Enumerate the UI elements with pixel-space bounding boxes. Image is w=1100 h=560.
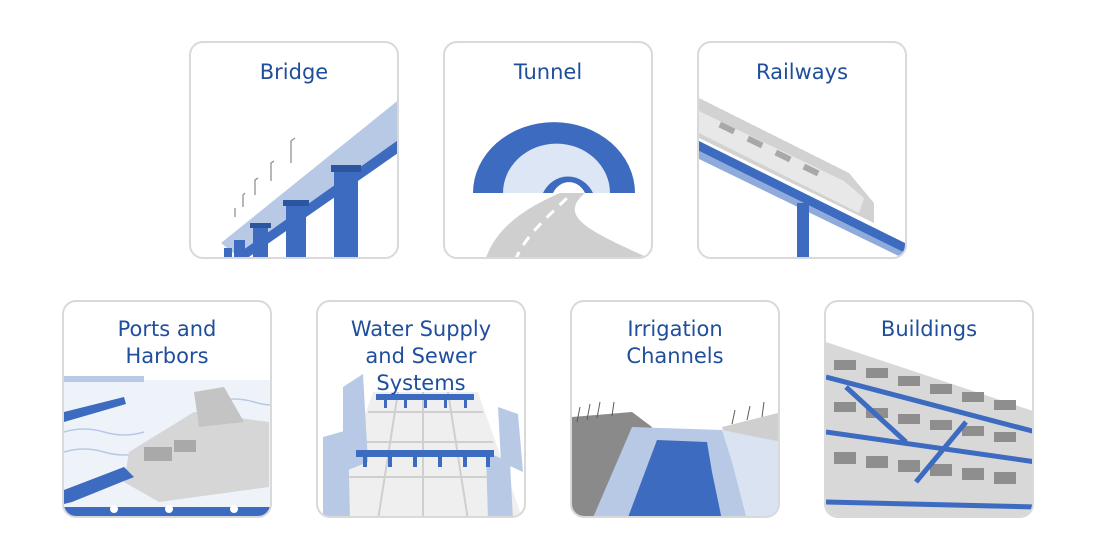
card-ports-and-harbors[interactable]: Ports and Harbors [62,300,272,518]
card-title-buildings: Buildings [826,316,1032,343]
card-title-line: and Sewer Systems [365,344,477,395]
ports-illustration [64,376,270,516]
buildings-illustration [826,342,1032,516]
card-title-line: Water Supply [350,317,492,341]
card-irrigation-channels[interactable]: Irrigation Channels [570,300,780,518]
card-buildings[interactable]: Buildings [824,300,1034,518]
irrigation-illustration [572,401,778,516]
bridge-illustration [221,101,397,257]
card-water-supply-and-sewer-systems[interactable]: Water Supply and Sewer Systems [316,300,526,518]
card-title-bridge: Bridge [191,59,397,86]
card-title-irrigation-channels: Irrigation Channels [572,316,778,370]
card-bridge[interactable]: Bridge [189,41,399,259]
card-title-line: Irrigation [627,317,723,341]
card-title-line: Bridge [259,60,329,84]
railways-illustration [699,98,905,257]
card-tunnel[interactable]: Tunnel [443,41,653,259]
card-railways[interactable]: Railways [697,41,907,259]
card-title-line: Harbors [125,344,209,368]
card-title-tunnel: Tunnel [445,59,651,86]
card-title-line: Buildings [880,317,978,341]
card-title-line: Tunnel [513,60,583,84]
card-title-line: Channels [626,344,724,368]
card-title-line: Ports and [117,317,217,341]
water-supply-illustration [323,374,523,516]
card-title-line: Railways [755,60,849,84]
card-title-water-supply: Water Supply and Sewer Systems [318,316,524,397]
card-title-railways: Railways [699,59,905,86]
card-title-ports-and-harbors: Ports and Harbors [64,316,270,370]
tunnel-illustration [473,122,647,257]
